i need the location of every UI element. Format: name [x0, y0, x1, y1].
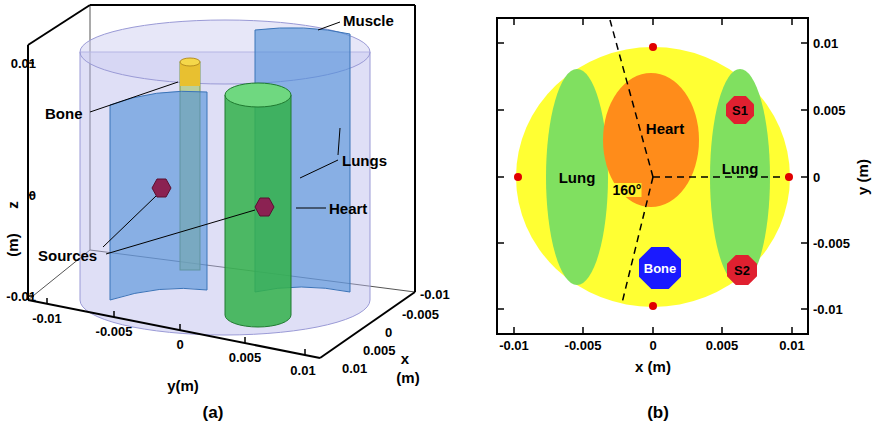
lung-region: Lung	[546, 69, 608, 285]
plot-frame	[497, 18, 808, 334]
angle-label: 160°	[613, 183, 642, 197]
bone-region: Bone	[639, 247, 681, 289]
source-marker	[152, 179, 171, 197]
axis-title: (m)	[396, 370, 419, 385]
region-label: S2	[734, 264, 750, 277]
tick-label: 0.01	[342, 362, 367, 375]
part-label: Lungs	[342, 153, 387, 168]
source-region: S2	[727, 255, 757, 285]
probe-dot	[514, 43, 793, 310]
tick-label: -0.01	[499, 339, 529, 352]
axis-title: x	[401, 351, 409, 366]
tick-label: -0.005	[96, 325, 133, 338]
tick-label: 0.005	[813, 104, 846, 117]
leader-line	[90, 22, 340, 254]
tick-label: 0.005	[363, 344, 396, 357]
tick-label: -0.005	[402, 308, 439, 321]
axis-title: y(m)	[167, 378, 199, 393]
axis-title: z	[5, 201, 20, 209]
part-label: Sources	[38, 248, 97, 263]
panel-label: (a)	[203, 404, 224, 421]
tick-label: 0.005	[706, 339, 739, 352]
tick-label: -0.005	[565, 339, 602, 352]
region-label: Lung	[559, 170, 596, 185]
lung-slab	[110, 91, 207, 300]
axis-box	[28, 5, 415, 358]
axis-title: x (m)	[635, 359, 671, 374]
panel-label: (b)	[647, 404, 669, 421]
tick-label: 0	[29, 189, 36, 202]
muscle-disc	[516, 47, 790, 307]
tick-label: -0.01	[813, 303, 843, 316]
axis-title: (m)	[5, 233, 20, 256]
source-marker	[255, 198, 274, 216]
tick-label: -0.005	[813, 237, 850, 250]
tick-label: -0.01	[6, 290, 36, 303]
tick-label: 0	[385, 326, 392, 339]
tick-label: -0.01	[420, 288, 450, 301]
tick-label: 0	[813, 171, 820, 184]
region-label: Lung	[722, 161, 759, 176]
tick-marks	[28, 63, 305, 355]
tick-label: 0.01	[290, 364, 315, 377]
heart-cylinder	[225, 83, 291, 327]
tick-label: 0.01	[779, 339, 804, 352]
axis-title: y (m)	[855, 159, 870, 195]
region-label: S1	[732, 104, 748, 117]
tick-label: 0	[176, 338, 183, 351]
tick-marks	[497, 18, 808, 334]
tick-label: 0.01	[11, 57, 36, 70]
muscle-cylinder	[80, 20, 370, 335]
tick-label: 0.005	[229, 351, 262, 364]
tick-label: -0.01	[32, 312, 62, 325]
lung-region: S1S2 Lung	[710, 69, 770, 285]
tick-label: 0.01	[813, 37, 838, 50]
tick-label: 0	[649, 339, 656, 352]
part-label: Bone	[45, 106, 83, 121]
part-label: Muscle	[343, 13, 394, 28]
region-label: Bone	[644, 262, 677, 275]
region-label: Heart	[644, 121, 686, 136]
part-label: Heart	[329, 201, 367, 216]
source-region: S1	[726, 96, 754, 124]
dashed-line	[610, 20, 790, 303]
